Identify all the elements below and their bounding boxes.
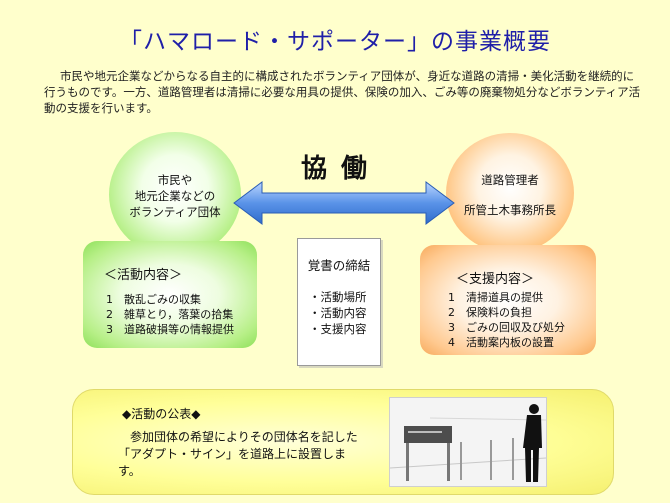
adopt-sign-photo: [389, 397, 547, 487]
page-title: 「ハマロード・サポーター」の事業概要: [119, 29, 551, 55]
list-item: 2 雑草とり，落葉の拾集: [106, 308, 234, 321]
person-silhouette-icon: [523, 404, 542, 482]
manager-line-1: 道路管理者: [481, 173, 539, 187]
collaboration-label: 協働: [301, 154, 382, 184]
citizen-group-circle: [109, 132, 241, 257]
support-content-box: [420, 245, 596, 355]
citizen-line-3: ボランティア団体: [129, 205, 221, 219]
citizen-line-1: 市民や: [157, 173, 193, 187]
citizen-line-2: 地元企業などの: [134, 189, 216, 203]
list-item: 1 散乱ごみの収集: [106, 293, 201, 306]
memorandum-list: ・活動場所 ・活動内容 ・支援内容: [309, 289, 367, 337]
road-manager-label: 道路管理者 所管土木事務所長: [446, 172, 574, 218]
memorandum-box: [297, 238, 381, 366]
sign-board-icon: [404, 426, 452, 443]
activity-content-title: ＜活動内容＞: [104, 268, 183, 283]
list-item: 1 清掃道具の提供: [448, 291, 543, 304]
list-item: ・活動内容: [309, 306, 367, 320]
support-content-list: 1 清掃道具の提供 2 保険料の負担 3 ごみの回収及び処分 4 活動案内板の設…: [448, 290, 565, 350]
manager-line-2: 所管土木事務所長: [464, 203, 556, 217]
list-item: 3 ごみの回収及び処分: [448, 321, 565, 334]
list-item: ・支援内容: [309, 322, 367, 336]
publication-text: 参加団体の希望によりその団体名を記した「アダプト・サイン」を道路上に設置します。: [118, 430, 358, 478]
citizen-group-label: 市民や 地元企業などの ボランティア団体: [109, 172, 241, 220]
activity-content-list: 1 散乱ごみの収集 2 雑草とり，落葉の拾集 3 道路破損等の情報提供: [106, 292, 234, 337]
publication-title: ◆活動の公表◆: [122, 407, 201, 421]
list-item: 4 活動案内板の設置: [448, 336, 554, 349]
activity-content-box: [83, 241, 257, 348]
memorandum-title: 覚書の締結: [307, 258, 371, 273]
list-item: 3 道路破損等の情報提供: [106, 323, 234, 336]
list-item: ・活動場所: [309, 290, 367, 304]
list-item: 2 保険料の負担: [448, 306, 532, 319]
road-manager-circle: [446, 133, 574, 253]
intro-paragraph: 市民や地元企業などからなる自主的に構成されたボランティア団体が、身近な道路の清掃…: [44, 69, 641, 115]
adopt-sign-illustration: [390, 404, 546, 482]
double-arrow-icon: [233, 181, 455, 225]
support-content-title: ＜支援内容＞: [456, 272, 535, 287]
